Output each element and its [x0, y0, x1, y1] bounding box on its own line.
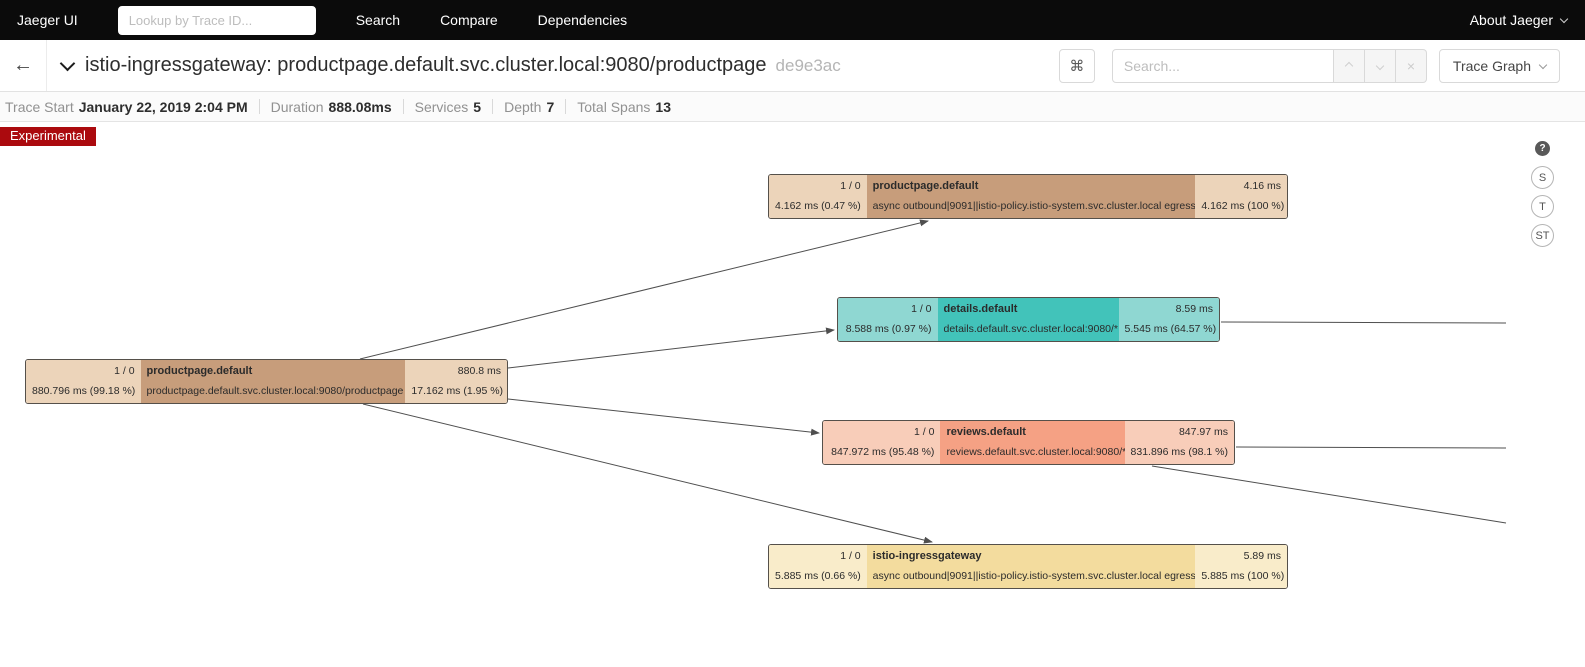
nav-item-compare[interactable]: Compare — [440, 12, 498, 28]
span-child-time: 831.896 ms (98.1 %) — [1130, 446, 1228, 458]
span-service-name: details.default — [943, 303, 1018, 315]
span-self-time: 8.588 ms (0.97 %) — [845, 323, 932, 335]
help-icon[interactable]: ? — [1535, 141, 1550, 156]
header-controls: ⌘ × Trace Graph — [1058, 48, 1560, 83]
summary-item-value: 888.08ms — [328, 98, 392, 115]
graph-edge — [507, 327, 835, 369]
span-self-time: 5.885 ms (0.66 %) — [775, 570, 861, 582]
chevron-up-icon — [1344, 61, 1354, 70]
span-service-name: productpage.default — [146, 365, 253, 377]
view-selector-label: Trace Graph — [1452, 57, 1531, 74]
summary-separator — [258, 99, 260, 114]
chevron-down-icon — [1538, 60, 1548, 69]
top-nav: Jaeger UI Search Compare Dependencies Abou… — [0, 0, 1585, 40]
span-self-time: 880.796 ms (99.18 %) — [32, 385, 136, 397]
span-child-time: 4.162 ms (100 %) — [1201, 200, 1285, 212]
trace-title-text: istio-ingressgateway: productpage.defaul… — [85, 54, 767, 76]
graph-node-productpage-default[interactable]: 1 / 0 4.162 ms (0.47 %) productpage.defaul… — [768, 174, 1288, 219]
summary-item-label: Total Spans — [577, 98, 651, 115]
nav-item-dependencies[interactable]: Dependencies — [537, 12, 628, 28]
span-total-time: 880.8 ms — [457, 365, 501, 377]
span-self-time: 847.972 ms (95.48 %) — [831, 446, 935, 458]
trace-search-group: × — [1111, 48, 1427, 83]
span-child-time: 17.162 ms (1.95 %) — [411, 385, 504, 397]
graph-node-productpage-default[interactable]: 1 / 0 880.796 ms (99.18 %) productpage.def… — [25, 359, 508, 404]
span-service-name: istio-ingressgateway — [872, 550, 982, 562]
view-selector[interactable]: Trace Graph — [1438, 48, 1560, 83]
summary-item-label: Services — [414, 98, 469, 115]
span-total-time: 8.59 ms — [1175, 303, 1213, 315]
summary-item-value: 5 — [473, 98, 482, 115]
trace-header: ← istio-ingressgateway: productpage.defa… — [0, 40, 1585, 92]
trace-id-short: de9e3ac — [775, 56, 841, 75]
span-count: 1 / 0 — [911, 303, 932, 315]
trace-search-input[interactable] — [1111, 48, 1334, 83]
summary-item-label: Duration — [270, 98, 324, 115]
span-operation: productpage.default.svc.cluster.local:90… — [146, 385, 404, 397]
summary-item-label: Depth — [504, 98, 542, 115]
chevron-down-icon — [1559, 14, 1569, 23]
divider — [46, 40, 47, 91]
graph-edge — [1151, 465, 1507, 524]
search-next-button[interactable] — [1364, 48, 1396, 83]
collapse-chevron-icon[interactable] — [59, 55, 76, 71]
span-operation: reviews.default.svc.cluster.local:9080/* — [946, 446, 1125, 458]
span-count: 1 / 0 — [840, 180, 861, 192]
span-child-time: 5.885 ms (100 %) — [1201, 570, 1285, 582]
span-self-time: 4.162 ms (0.47 %) — [775, 200, 861, 212]
span-service-name: reviews.default — [946, 426, 1026, 438]
summary-separator — [565, 99, 567, 114]
graph-edge — [1235, 446, 1507, 449]
span-total-time: 847.97 ms — [1178, 426, 1228, 438]
app-brand[interactable]: Jaeger UI — [17, 12, 78, 28]
span-child-time: 5.545 ms (64.57 %) — [1124, 323, 1217, 335]
span-count: 1 / 0 — [914, 426, 935, 438]
summary-item-label: Trace Start — [5, 98, 74, 115]
graph-node-istio-ingressgateway[interactable]: 1 / 0 5.885 ms (0.66 %) istio-ingressgatew… — [768, 544, 1288, 589]
graph-edge — [1220, 321, 1507, 324]
trace-id-lookup-input[interactable] — [117, 5, 316, 35]
span-service-name: productpage.default — [872, 180, 979, 192]
graph-edge — [362, 403, 933, 544]
layout-toggle-s[interactable]: S — [1531, 166, 1554, 189]
span-total-time: 5.89 ms — [1243, 550, 1281, 562]
span-count: 1 / 0 — [840, 550, 861, 562]
back-button[interactable]: ← — [0, 40, 46, 91]
span-count: 1 / 0 — [114, 365, 135, 377]
trace-graph-canvas[interactable]: 1 / 0 4.162 ms (0.47 %) productpage.defaul… — [0, 122, 1585, 667]
experimental-badge: Experimental — [0, 127, 96, 146]
search-prev-button[interactable] — [1333, 48, 1365, 83]
search-clear-button[interactable]: × — [1395, 48, 1427, 83]
summary-item-value: 13 — [655, 98, 671, 115]
span-operation: details.default.svc.cluster.local:9080/* — [943, 323, 1119, 335]
summary-separator — [492, 99, 494, 114]
nav-item-search[interactable]: Search — [355, 12, 401, 28]
summary-separator — [402, 99, 404, 114]
graph-edge — [507, 398, 820, 436]
about-jaeger-menu[interactable]: About Jaeger — [1469, 12, 1569, 28]
summary-item-value: January 22, 2019 2:04 PM — [78, 98, 248, 115]
summary-item-value: 7 — [546, 98, 555, 115]
span-operation: async outbound|9091||istio-policy.istio-… — [872, 200, 1196, 212]
main-menu: Search Compare Dependencies — [316, 12, 627, 28]
about-jaeger-label: About Jaeger — [1469, 12, 1553, 28]
span-total-time: 4.16 ms — [1243, 180, 1281, 192]
trace-title: istio-ingressgateway: productpage.defaul… — [85, 54, 841, 77]
span-operation: async outbound|9091||istio-policy.istio-… — [872, 570, 1196, 582]
graph-edges-layer — [359, 219, 1507, 544]
graph-node-details-default[interactable]: 1 / 0 8.588 ms (0.97 %) details.default det… — [837, 297, 1220, 342]
chevron-down-icon — [1375, 61, 1385, 70]
layout-toggle-st[interactable]: ST — [1531, 224, 1554, 247]
graph-edge — [359, 219, 929, 360]
keyboard-shortcuts-button[interactable]: ⌘ — [1058, 48, 1095, 83]
graph-node-reviews-default[interactable]: 1 / 0 847.972 ms (95.48 %) reviews.default… — [822, 420, 1235, 465]
layout-toggle-t[interactable]: T — [1531, 195, 1554, 218]
